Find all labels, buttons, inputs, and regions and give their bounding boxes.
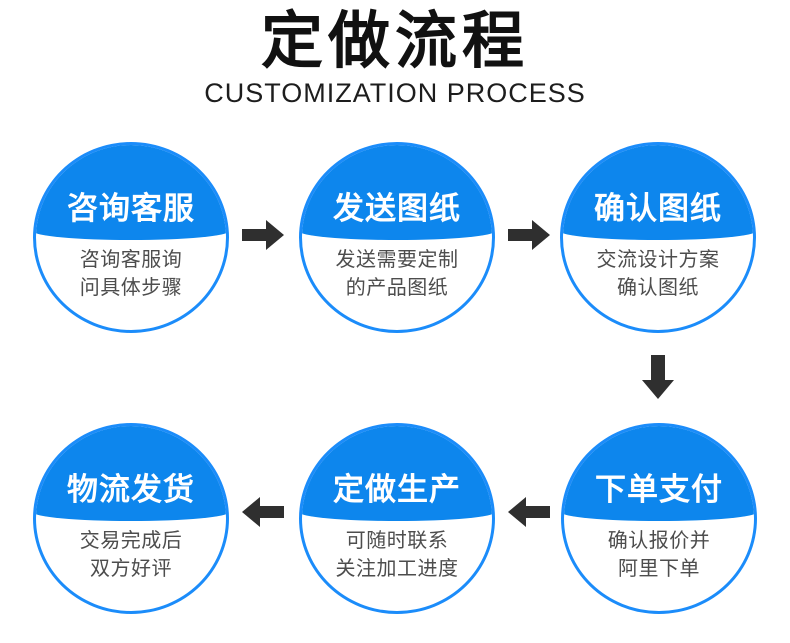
step-desc-line: 可随时联系 [345,530,449,552]
step-desc-line: 的产品图纸 [345,277,449,299]
step-title-band: 下单支付 [564,426,754,521]
step-title-band: 定做生产 [302,426,492,521]
step-circle-shipping: 物流发货 交易完成后 双方好评 [33,423,229,614]
page-subtitle: CUSTOMIZATION PROCESS [204,78,586,108]
step-circle-send-drawing: 发送图纸 发送需要定制 的产品图纸 [299,142,495,333]
step-circle-consult: 咨询客服 咨询客服询 问具体步骤 [33,142,229,333]
step-desc-line: 确认报价并 [607,530,711,552]
step-circle-order-pay: 下单支付 确认报价并 阿里下单 [561,423,757,614]
step-desc-line: 交流设计方案 [596,249,720,271]
arrow-down-icon [642,355,674,399]
step-title-band: 确认图纸 [563,145,753,240]
page-title: 定做流程 [260,7,529,76]
arrow-left-icon [508,497,550,527]
step-description: 发送需要定制 的产品图纸 [302,246,492,302]
step-title: 物流发货 [67,472,195,507]
step-desc-line: 咨询客服询 [79,249,183,271]
step-circle-confirm-drawing: 确认图纸 交流设计方案 确认图纸 [560,142,756,333]
step-title: 定做生产 [333,472,461,507]
step-desc-line: 关注加工进度 [335,558,459,580]
step-title: 发送图纸 [333,191,461,226]
arrow-left-icon [242,497,284,527]
step-desc-line: 问具体步骤 [79,277,183,299]
step-desc-line: 双方好评 [90,558,172,580]
arrow-right-icon [508,220,550,250]
step-title: 确认图纸 [594,191,722,226]
step-title: 咨询客服 [67,191,195,226]
step-circle-production: 定做生产 可随时联系 关注加工进度 [299,423,495,614]
step-description: 交易完成后 双方好评 [36,527,226,583]
step-title-band: 发送图纸 [302,145,492,240]
header: 定做流程 CUSTOMIZATION PROCESS [0,0,790,108]
step-desc-line: 阿里下单 [618,558,700,580]
step-title-band: 咨询客服 [36,145,226,240]
step-desc-line: 交易完成后 [79,530,183,552]
step-description: 咨询客服询 问具体步骤 [36,246,226,302]
step-description: 可随时联系 关注加工进度 [302,527,492,583]
arrow-right-icon [242,220,284,250]
step-desc-line: 发送需要定制 [335,249,459,271]
step-desc-line: 确认图纸 [617,277,699,299]
step-title-band: 物流发货 [36,426,226,521]
step-description: 交流设计方案 确认图纸 [563,246,753,302]
step-title: 下单支付 [595,472,723,507]
step-description: 确认报价并 阿里下单 [564,527,754,583]
